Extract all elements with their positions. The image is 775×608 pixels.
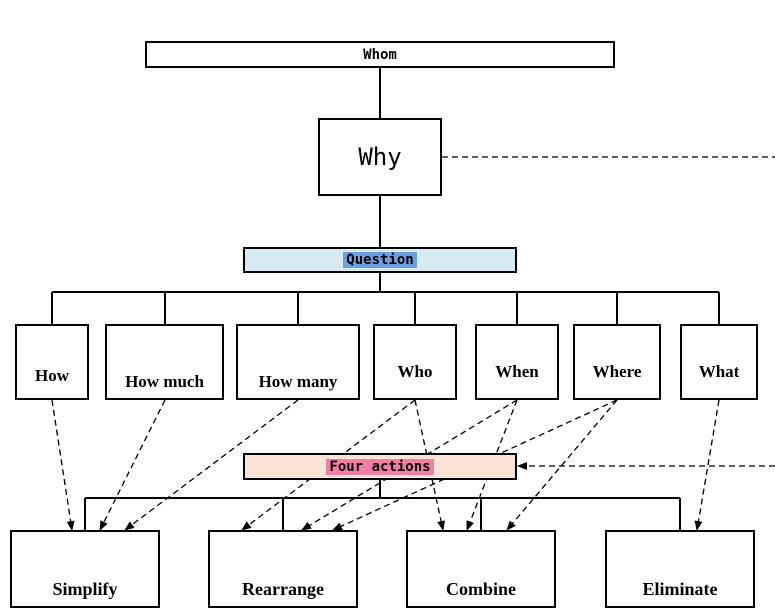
action-eliminate: Eliminate bbox=[605, 530, 755, 608]
arrow-where-combine bbox=[506, 399, 618, 531]
question-how-much: How much bbox=[105, 324, 224, 400]
question-how-many: How many bbox=[236, 324, 360, 400]
question-who: Who bbox=[373, 324, 457, 400]
question-where-label: Where bbox=[592, 362, 642, 381]
action-rearrange: Rearrange bbox=[208, 530, 358, 608]
arrow-how-much-simplify bbox=[99, 399, 166, 531]
arrow-how-many-simplify bbox=[124, 399, 299, 531]
why-box: Why bbox=[318, 118, 442, 196]
action-combine-label: Combine bbox=[445, 579, 516, 599]
arrow-who-rearrange bbox=[241, 399, 416, 531]
question-who-label: Who bbox=[397, 362, 433, 381]
arrow-how-simplify bbox=[51, 399, 75, 531]
four-actions-label: Four actions bbox=[326, 458, 434, 475]
action-eliminate-label: Eliminate bbox=[642, 579, 718, 599]
question-where: Where bbox=[573, 324, 661, 400]
question-how-label: How bbox=[35, 366, 69, 385]
arrow-who-combine bbox=[414, 399, 446, 531]
question-box: Question bbox=[243, 247, 517, 273]
action-simplify-label: Simplify bbox=[52, 579, 118, 599]
action-rearrange-label: Rearrange bbox=[242, 579, 324, 599]
whom-label: Whom bbox=[363, 46, 397, 63]
four-actions-box: Four actions bbox=[243, 453, 517, 480]
whom-box: Whom bbox=[145, 41, 615, 68]
question-when-label: When bbox=[495, 362, 539, 381]
arrow-where-rearrange bbox=[332, 399, 618, 531]
question-how-much-label: How much bbox=[125, 372, 204, 391]
question-how: How bbox=[15, 324, 89, 400]
action-simplify: Simplify bbox=[10, 530, 160, 608]
why-label: Why bbox=[358, 143, 402, 171]
arrow-when-combine bbox=[466, 399, 518, 531]
question-what: What bbox=[680, 324, 758, 400]
question-when: When bbox=[475, 324, 559, 400]
question-label: Question bbox=[343, 252, 417, 268]
question-what-label: What bbox=[698, 362, 740, 381]
question-how-many-label: How many bbox=[258, 372, 338, 391]
action-combine: Combine bbox=[406, 530, 556, 608]
arrow-what-eliminate bbox=[694, 399, 720, 531]
